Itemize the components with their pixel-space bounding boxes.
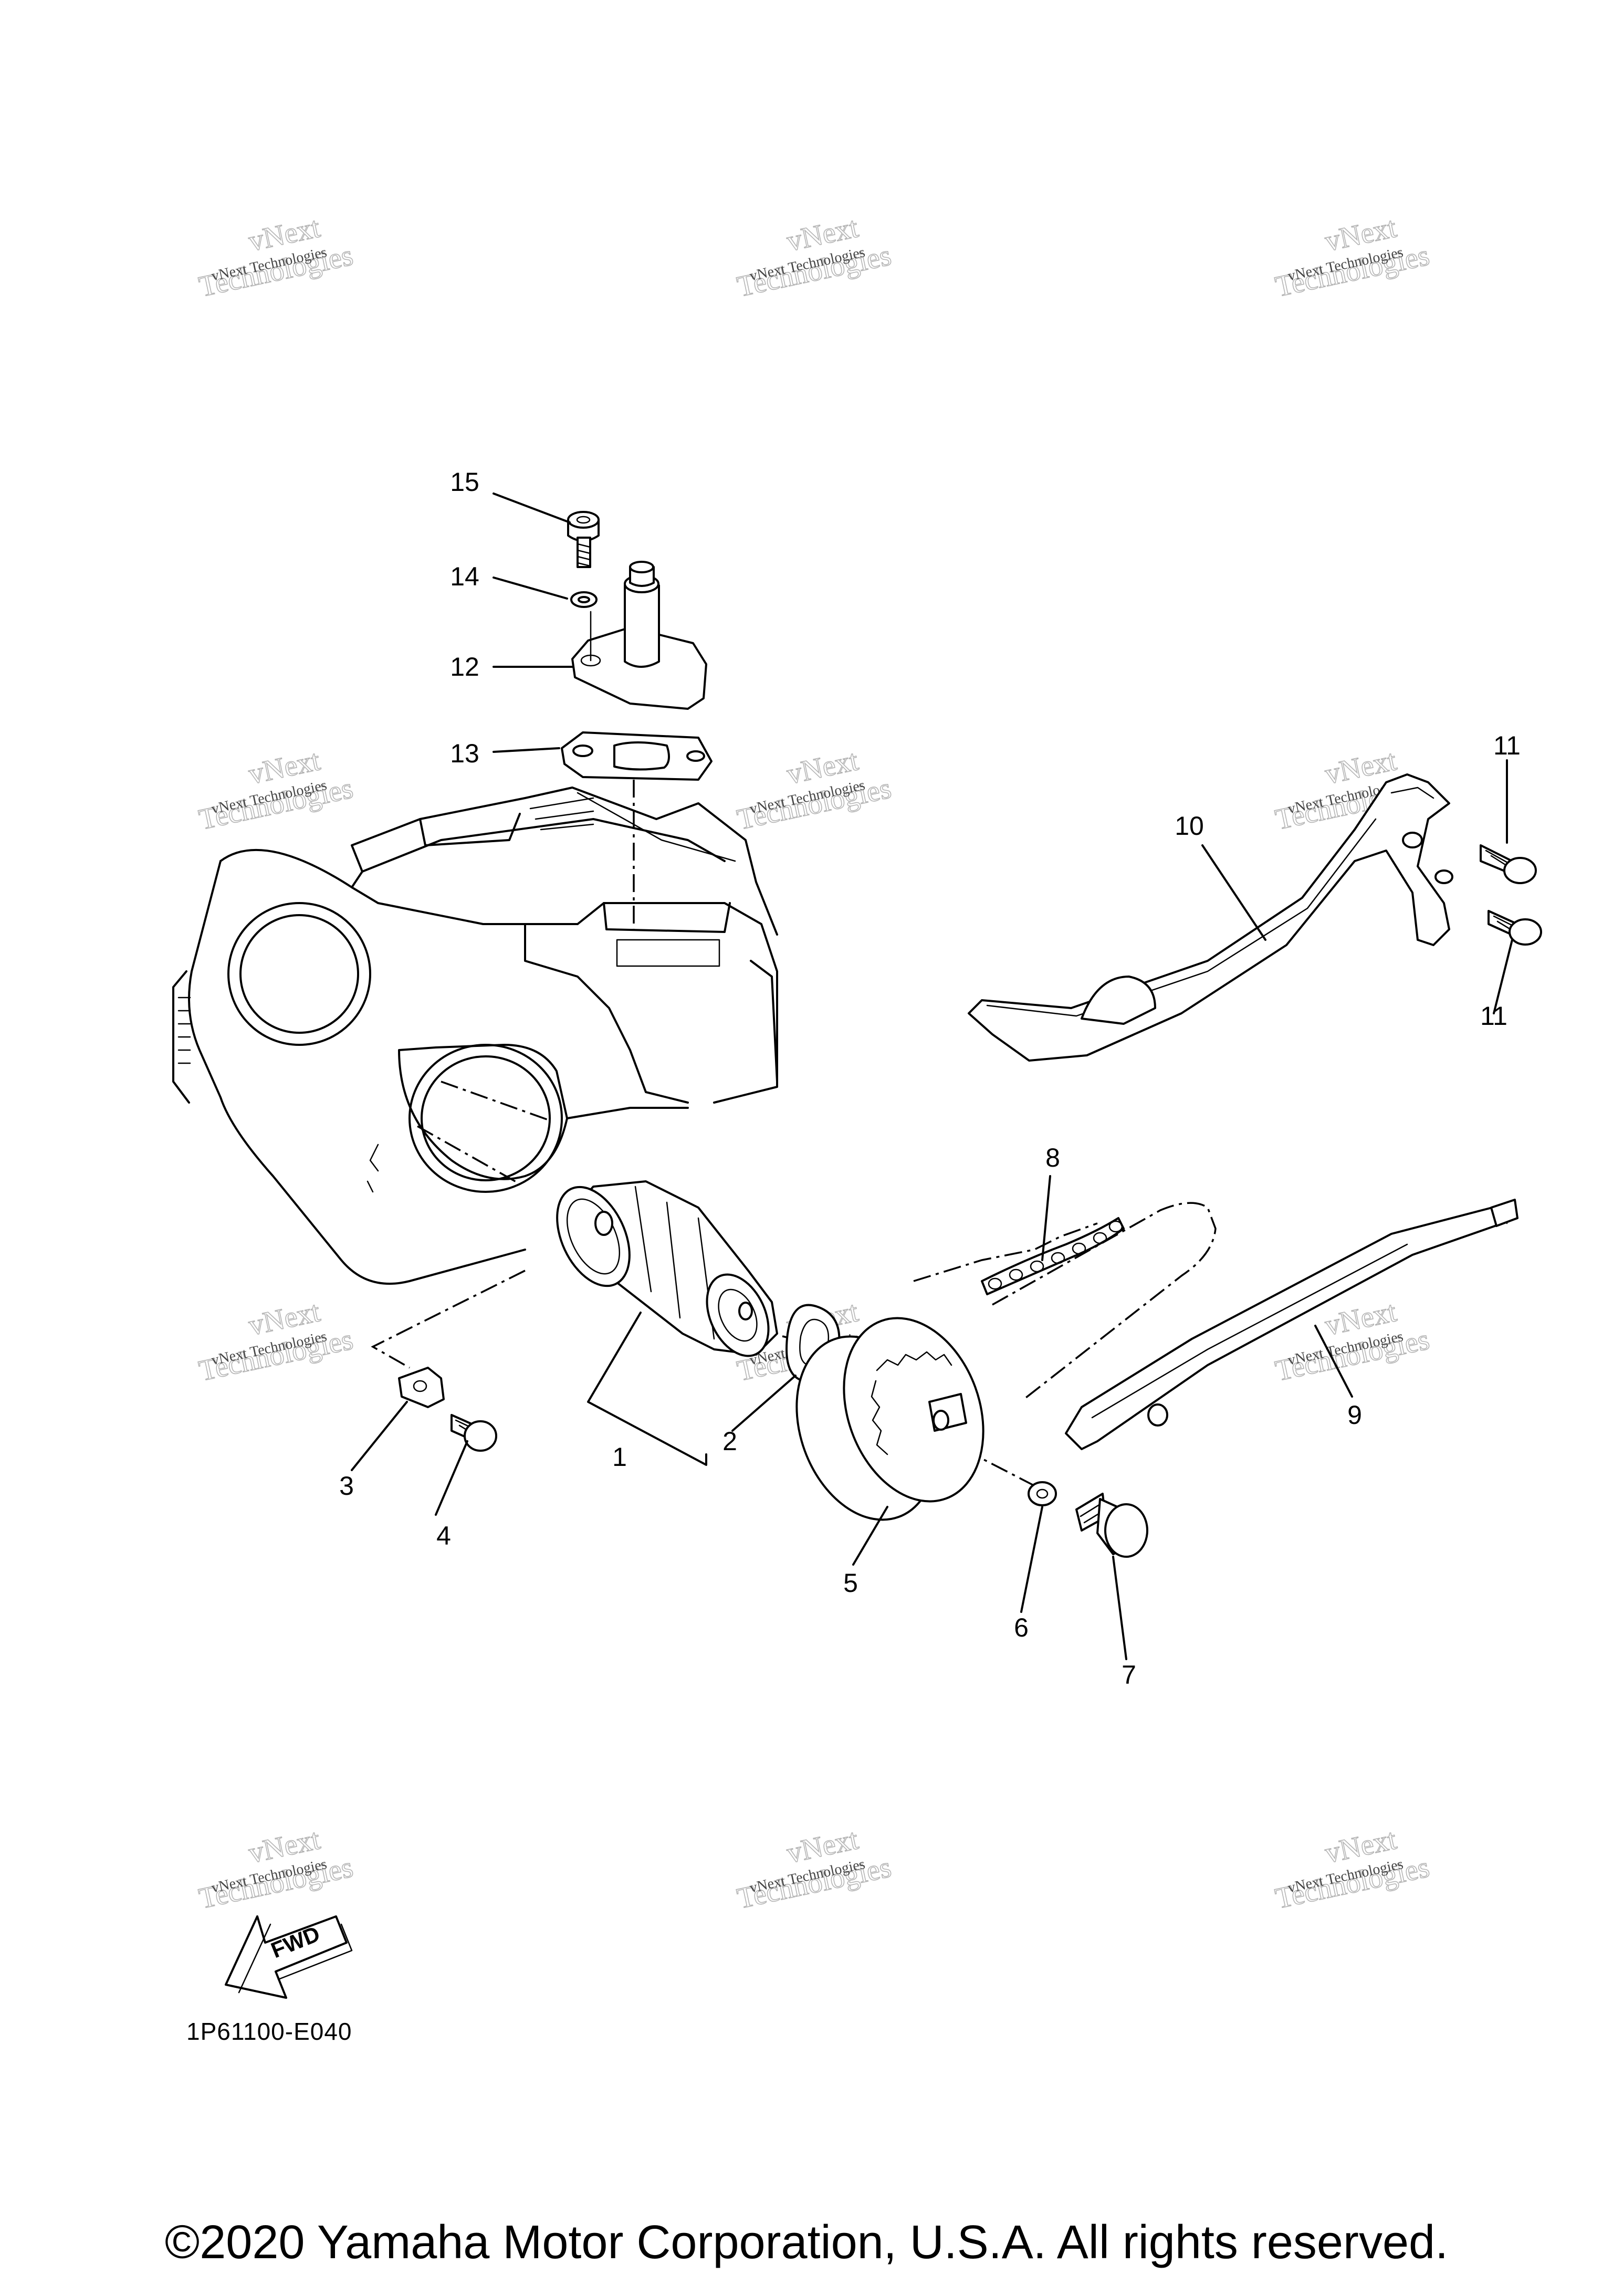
callout-14: 14 <box>450 562 479 591</box>
callout-1: 1 <box>612 1442 627 1472</box>
cylinder-head-illustration <box>172 787 778 1285</box>
camshaft-illustration <box>556 1180 778 1357</box>
cam-sprocket-illustration <box>795 1317 984 1521</box>
assembly-centerlines <box>371 780 1217 1492</box>
callout-labels: 1 2 3 4 5 6 7 8 9 10 11 11 12 13 14 15 <box>339 467 1521 1690</box>
timing-chain-illustration <box>981 1217 1125 1295</box>
callout-3: 3 <box>339 1471 354 1501</box>
forward-direction-arrow: FWD <box>225 1915 353 1999</box>
plate-and-bolt-illustration <box>398 1367 497 1452</box>
callout-4: 4 <box>436 1521 451 1550</box>
callout-12: 12 <box>450 652 479 682</box>
callout-6: 6 <box>1014 1613 1029 1642</box>
callout-10: 10 <box>1175 811 1204 841</box>
callout-15: 15 <box>450 467 479 497</box>
callout-11-bottom: 11 <box>1480 1001 1507 1031</box>
chain-guide-illustration <box>1065 1199 1518 1450</box>
washer-and-bolt-illustration <box>1028 1481 1148 1558</box>
copyright-notice: ©2020 Yamaha Motor Corporation, U.S.A. A… <box>164 2216 1449 2269</box>
leader-lines <box>351 492 1513 1660</box>
callout-7: 7 <box>1122 1660 1136 1690</box>
tensioner-guide-illustration <box>968 773 1453 1062</box>
callout-2: 2 <box>722 1427 737 1456</box>
diagram-reference-code: 1P61100-E040 <box>186 2018 352 2045</box>
chain-tensioner-assembly <box>561 511 713 781</box>
guide-mounting-bolts-illustration <box>1480 844 1542 946</box>
callout-5: 5 <box>843 1568 858 1598</box>
callout-11-top: 11 <box>1493 731 1521 760</box>
callout-8: 8 <box>1045 1143 1060 1172</box>
callout-13: 13 <box>450 739 479 768</box>
callout-9: 9 <box>1347 1400 1362 1430</box>
